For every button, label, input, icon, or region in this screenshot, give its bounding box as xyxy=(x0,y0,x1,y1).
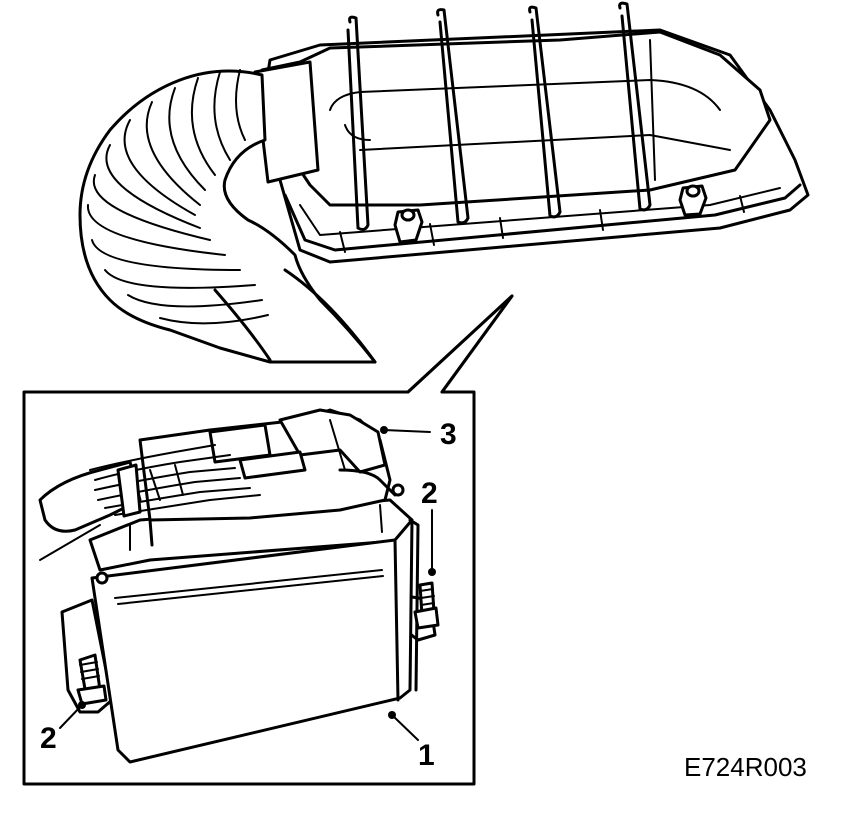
figure-code: E724R003 xyxy=(684,752,807,782)
cover-clips xyxy=(346,1,652,231)
hose-ridges xyxy=(86,69,269,325)
housing-bolt-left xyxy=(393,208,424,244)
mounting-nut-right xyxy=(413,581,440,630)
leader-lines xyxy=(59,426,436,741)
detail-inset-frame xyxy=(22,294,514,786)
callout-connector: 3 xyxy=(440,418,457,451)
tray-ribs xyxy=(339,195,745,253)
housing-bolt-right xyxy=(678,184,708,217)
wiring-connector xyxy=(38,408,397,561)
harness-wires xyxy=(89,444,261,516)
callout-ecu: 1 xyxy=(418,739,435,772)
callout-nut-right: 2 xyxy=(421,477,438,510)
callout-nut-left: 2 xyxy=(40,722,57,755)
air-filter-housing xyxy=(253,1,810,264)
ecu-module xyxy=(60,483,437,764)
mounting-nut-left xyxy=(76,653,108,706)
corrugated-intake-hose xyxy=(78,69,377,364)
